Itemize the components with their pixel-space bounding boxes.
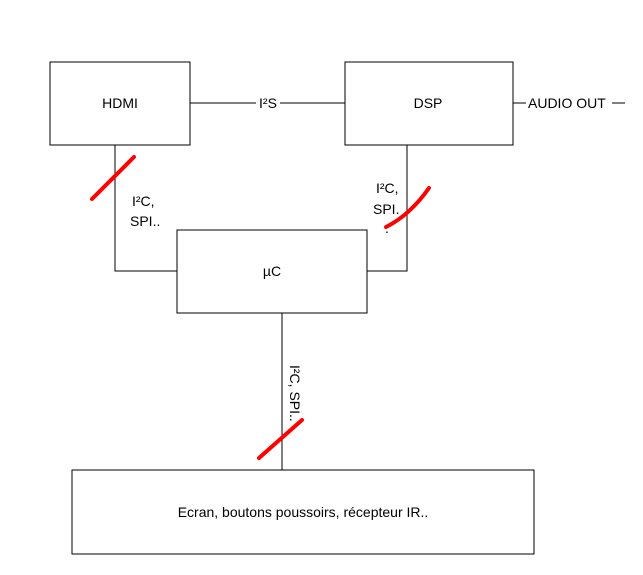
wire-hdmi-uc xyxy=(114,145,177,272)
dsp-uc-bus-slash xyxy=(384,186,431,229)
uc-block xyxy=(176,229,368,314)
uc-peripherals-bus-slash xyxy=(257,418,304,460)
i2s-label: I²S xyxy=(259,95,277,111)
dsp-label: DSP xyxy=(414,95,443,111)
dsp-uc-bus-label-line2: SPI. xyxy=(373,201,399,217)
uc-peripherals-bus-label: I²C, SPI.. xyxy=(287,365,303,422)
hdmi-uc-bus-slash xyxy=(90,155,136,201)
peripherals-block xyxy=(71,469,535,555)
audio-out-label: AUDIO OUT xyxy=(528,95,606,111)
hdmi-block xyxy=(49,61,191,146)
peripherals-label: Ecran, boutons poussoirs, récepteur IR.. xyxy=(178,504,429,520)
uc-label: µC xyxy=(263,263,281,279)
hdmi-uc-bus-label-line1: I²C, xyxy=(132,193,155,209)
hdmi-label: HDMI xyxy=(102,95,138,111)
dsp-uc-bus-label-line1: I²C, xyxy=(376,180,399,196)
dsp-block xyxy=(344,61,514,146)
i2s-label-background xyxy=(256,94,280,112)
wire-dsp-uc xyxy=(367,145,408,272)
hdmi-uc-bus-label-line2: SPI.. xyxy=(130,213,160,229)
